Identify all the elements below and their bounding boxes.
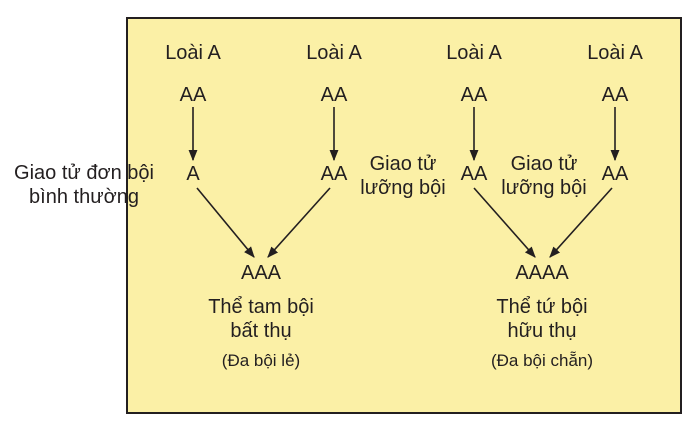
label-diploid-gamete-2-line1: Giao tử xyxy=(510,153,578,175)
triploid-name-line2: bất thụ xyxy=(230,320,292,342)
gamete-2: AA xyxy=(320,163,348,185)
diagram-panel xyxy=(126,17,682,414)
parent-genotype-4: AA xyxy=(601,84,629,106)
label-diploid-gamete-2-line2: lưỡng bội xyxy=(501,177,587,199)
label-normal-gamete-line2: bình thường xyxy=(29,186,139,208)
tetraploid-name-line1: Thể tứ bội xyxy=(496,296,588,318)
parent-genotype-1: AA xyxy=(179,84,207,106)
parent-genotype-3: AA xyxy=(460,84,488,106)
species-label-2: Loài A xyxy=(306,42,362,64)
species-label-1: Loài A xyxy=(165,42,221,64)
species-label-4: Loài A xyxy=(587,42,643,64)
label-normal-gamete-line1: Giao tử đơn bội xyxy=(14,162,154,184)
arrow-gamete3-to-tetraploid xyxy=(473,187,536,258)
gamete-4: AA xyxy=(601,163,629,185)
label-diploid-gamete-1-line1: Giao tử xyxy=(369,153,437,175)
triploid-genotype: AAA xyxy=(240,262,282,284)
tetraploid-note: (Đa bội chẵn) xyxy=(490,351,594,370)
arrow-gamete4-to-tetraploid xyxy=(549,187,613,258)
triploid-note: (Đa bội lẻ) xyxy=(221,351,301,370)
gamete-3: AA xyxy=(460,163,488,185)
label-diploid-gamete-1-line2: lưỡng bội xyxy=(360,177,446,199)
arrow-gamete2-to-triploid xyxy=(267,187,331,258)
triploid-name-line1: Thể tam bội xyxy=(208,296,314,318)
parent-genotype-2: AA xyxy=(320,84,348,106)
species-label-3: Loài A xyxy=(446,42,502,64)
arrow-gamete1-to-triploid xyxy=(196,187,255,258)
tetraploid-name-line2: hữu thụ xyxy=(507,320,577,342)
gamete-1: A xyxy=(186,163,200,185)
tetraploid-genotype: AAAA xyxy=(515,262,569,284)
